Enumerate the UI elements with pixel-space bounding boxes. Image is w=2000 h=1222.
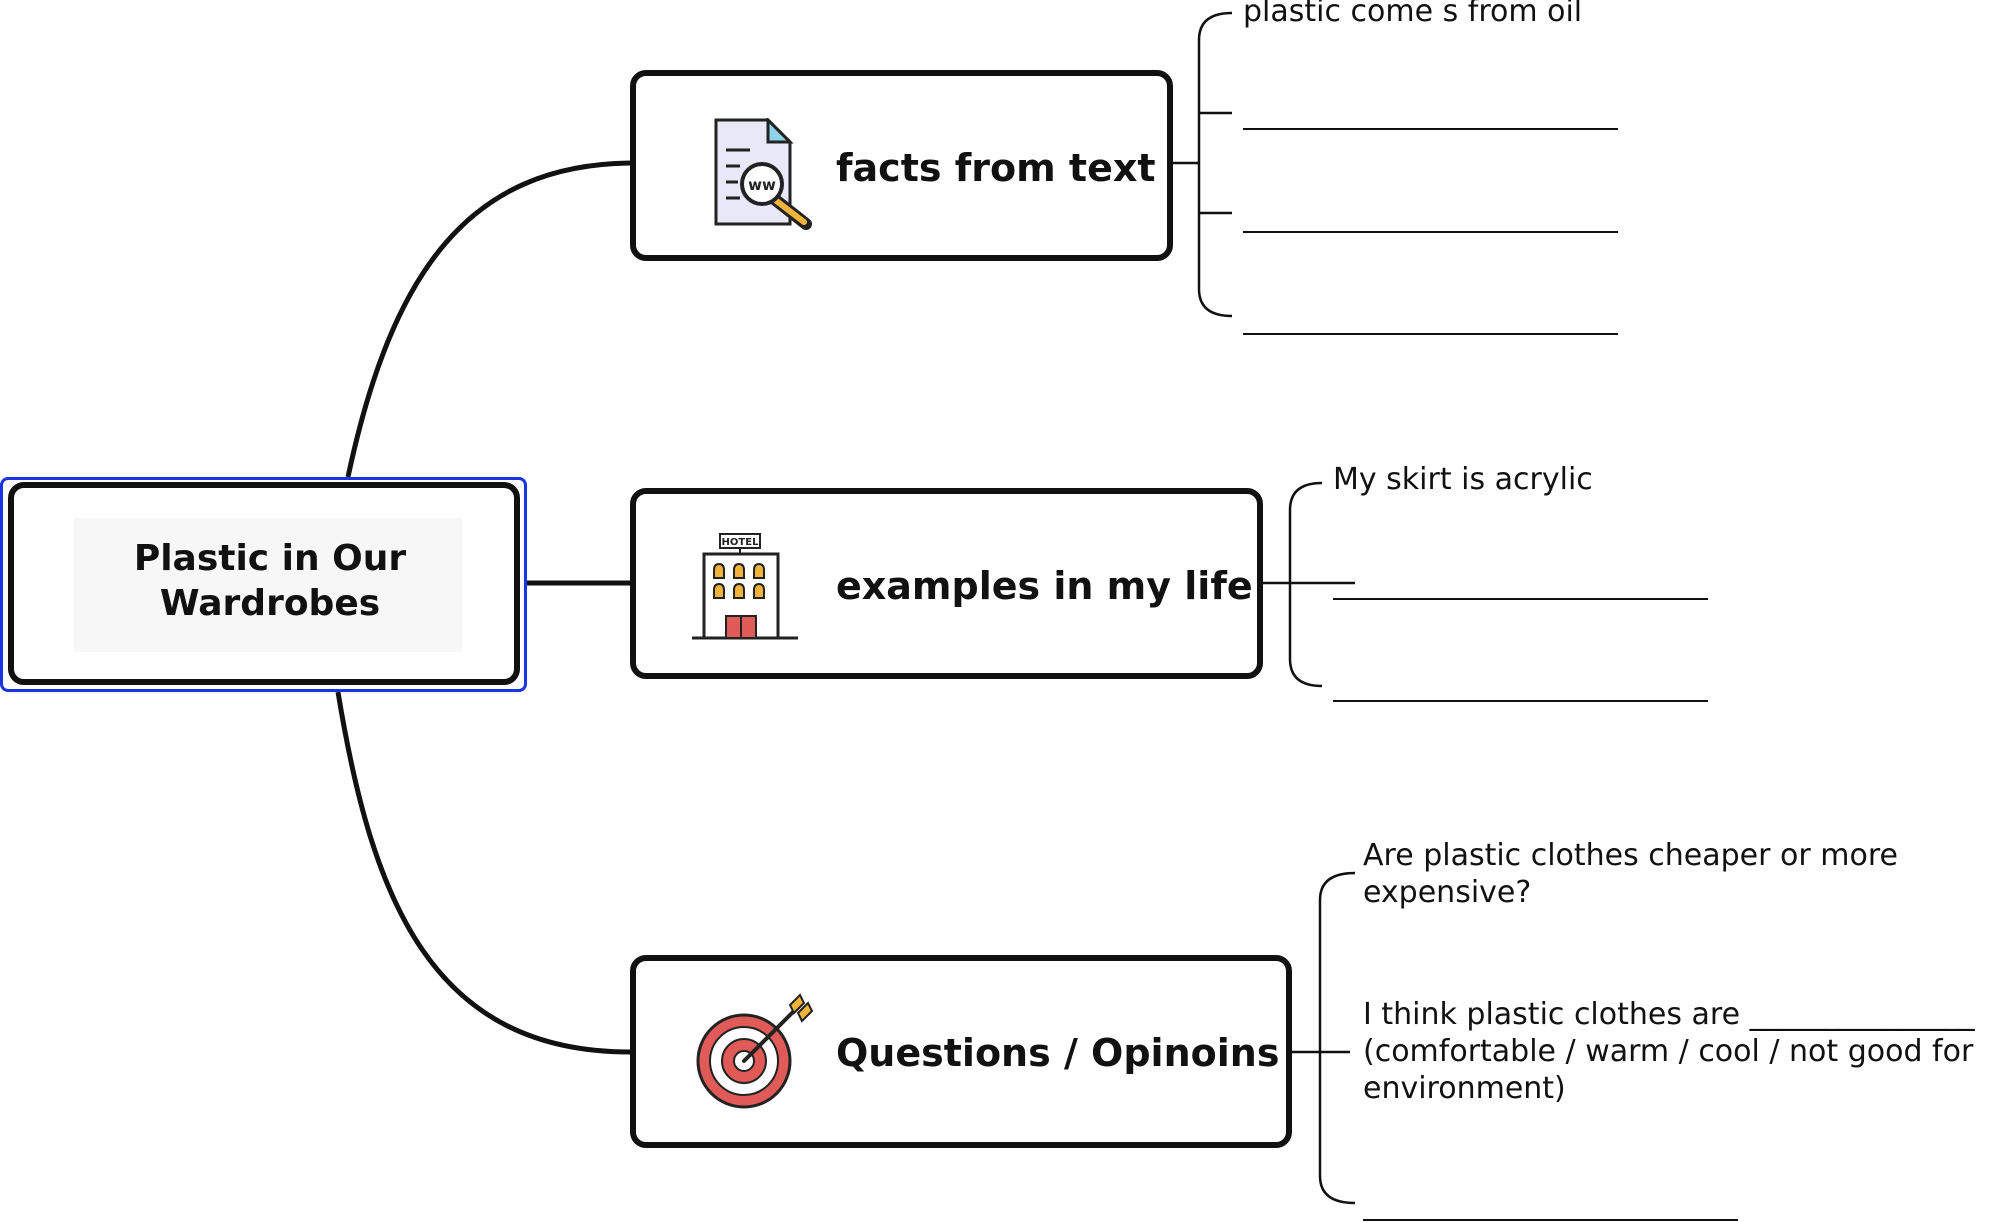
central-topic-title: Plastic in Our Wardrobes [14, 536, 526, 626]
central-topic-inner [74, 518, 462, 652]
questions-leaf-1: Are plastic clothes cheaper or more expe… [1363, 838, 1898, 910]
branch-facts-title: facts from text [836, 146, 1156, 190]
bracket-examples [1288, 481, 1323, 688]
central-topic-node[interactable]: Plastic in Our Wardrobes [8, 482, 520, 685]
connector-questions [335, 691, 631, 1055]
facts-blank-line-2[interactable] [1243, 128, 1618, 130]
examples-blank-line-2[interactable] [1333, 598, 1708, 600]
bracket-questions [1318, 871, 1356, 1205]
branch-questions-title: Questions / Opinoins [836, 1031, 1280, 1075]
connector-facts [345, 160, 631, 478]
branch-examples-node[interactable]: HOTEL examples in my life [630, 488, 1263, 679]
central-topic-title-line1: Plastic in Our [133, 538, 407, 579]
branch-facts-node[interactable]: ww facts from text [630, 70, 1173, 261]
svg-text:ww: ww [748, 176, 776, 194]
questions-blank-line-3[interactable] [1363, 1219, 1738, 1221]
facts-blank-line-4[interactable] [1243, 333, 1618, 335]
facts-blank-line-3[interactable] [1243, 231, 1618, 233]
svg-text:HOTEL: HOTEL [722, 537, 760, 548]
bracket-facts [1197, 11, 1233, 318]
document-search-icon: ww [714, 118, 812, 230]
facts-leaf-1: plastic come s from oil [1243, 0, 1583, 29]
target-icon [696, 993, 814, 1109]
branch-examples-title: examples in my life [836, 564, 1253, 608]
examples-blank-line-3[interactable] [1333, 700, 1708, 702]
examples-leaf-1: My skirt is acrylic [1333, 462, 1593, 497]
hotel-building-icon: HOTEL [692, 533, 798, 640]
central-topic-selection [0, 477, 527, 692]
questions-leaf-2: I think plastic clothes are ____________… [1363, 997, 1975, 1106]
branch-questions-node[interactable]: Questions / Opinoins [630, 955, 1292, 1148]
central-topic-title-line2: Wardrobes [159, 583, 381, 624]
